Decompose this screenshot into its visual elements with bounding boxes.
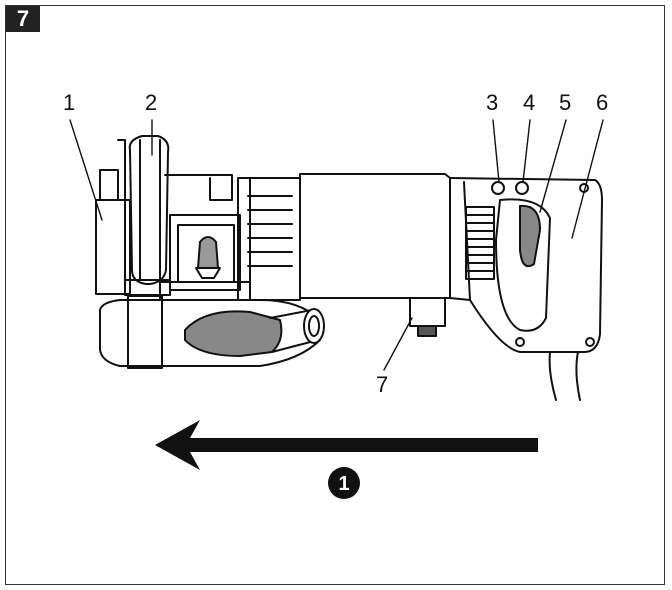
callout-3: 3 <box>486 90 498 115</box>
callout-1: 1 <box>63 90 75 115</box>
rear-handle <box>449 177 603 401</box>
callout-5: 5 <box>559 90 571 115</box>
callout-2: 2 <box>145 90 157 115</box>
callout-4: 4 <box>523 90 535 115</box>
step-badge: 1 <box>328 467 360 499</box>
depth-stop <box>409 297 446 337</box>
callout-7: 7 <box>376 372 388 397</box>
leader-lines <box>69 119 604 371</box>
direction-arrow <box>155 420 538 470</box>
callout-6: 6 <box>596 90 608 115</box>
suction-nozzle <box>269 308 325 353</box>
main-housing <box>299 173 451 299</box>
step-badge-number: 1 <box>338 473 349 495</box>
dust-extraction-housing <box>99 295 321 369</box>
motor-housing <box>237 177 301 301</box>
auxiliary-handle <box>124 135 171 296</box>
figure-number-badge: 7 <box>6 6 40 32</box>
front-body <box>159 174 251 301</box>
